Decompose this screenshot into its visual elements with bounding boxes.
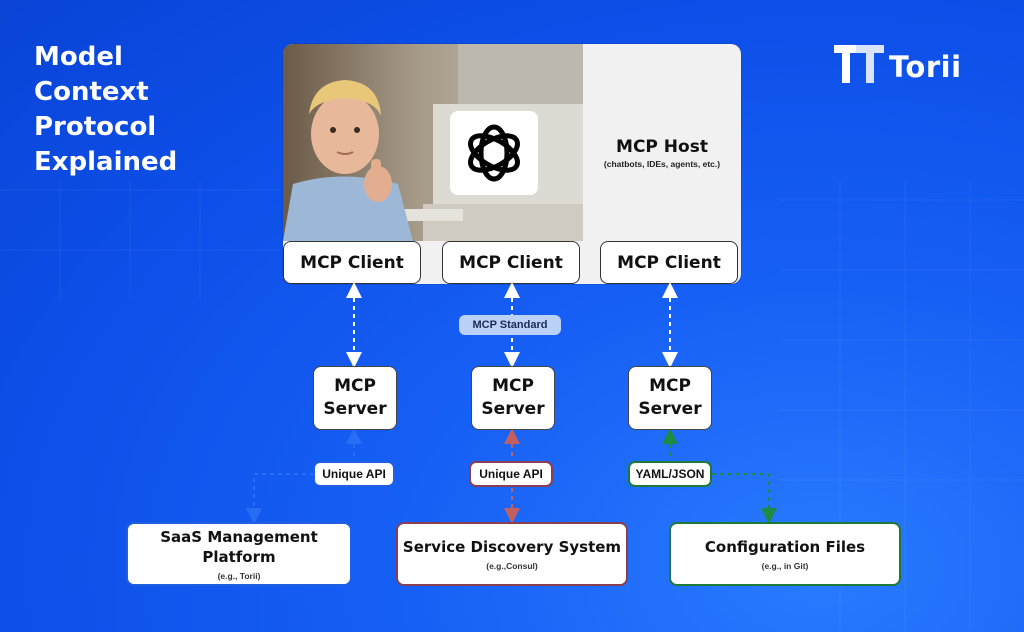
yaml-json-pill: YAML/JSON — [628, 461, 712, 487]
host-subtitle: (chatbots, IDEs, agents, etc.) — [603, 159, 721, 169]
config-subtitle: (e.g., in Git) — [761, 561, 809, 571]
mcp-standard-label: MCP Standard — [459, 315, 561, 335]
saas-title-line-2: Platform — [202, 548, 276, 566]
saas-management-box: SaaS Management Platform (e.g., Torii) — [126, 522, 352, 586]
mcp-client-1: MCP Client — [283, 241, 421, 284]
server-2-line-1: MCP — [492, 376, 534, 396]
mcp-client-3: MCP Client — [600, 241, 738, 284]
saas-subtitle: (e.g., Torii) — [217, 571, 261, 581]
title-line-1: Model — [34, 42, 123, 72]
title-line-4: Explained — [34, 147, 178, 177]
server-1-line-2: Server — [323, 399, 387, 419]
server-2-line-2: Server — [481, 399, 545, 419]
mcp-client-2: MCP Client — [442, 241, 580, 284]
brand-name: Torii — [889, 50, 962, 84]
unique-api-pill-1: Unique API — [313, 461, 395, 487]
mcp-server-1: MCP Server — [313, 366, 397, 430]
link-yaml-config — [712, 473, 777, 524]
server-3-line-2: Server — [638, 399, 702, 419]
mcp-server-2: MCP Server — [471, 366, 555, 430]
configuration-files-box: Configuration Files (e.g., in Git) — [669, 522, 901, 586]
title-line-3: Protocol — [34, 112, 157, 142]
host-photo — [283, 44, 583, 241]
torii-logo-icon — [834, 45, 884, 83]
link-api-saas — [246, 473, 314, 524]
server-3-line-1: MCP — [649, 376, 691, 396]
unique-api-pill-2: Unique API — [469, 461, 553, 487]
server-1-line-1: MCP — [334, 376, 376, 396]
host-title: MCP Host — [616, 137, 708, 157]
discovery-subtitle: (e.g.,Consul) — [486, 561, 538, 571]
title-line-2: Context — [34, 77, 149, 107]
discovery-title: Service Discovery System — [402, 538, 622, 556]
mcp-server-3: MCP Server — [628, 366, 712, 430]
openai-logo-icon — [468, 124, 520, 182]
saas-title-line-1: SaaS Management — [160, 528, 318, 546]
service-discovery-box: Service Discovery System (e.g.,Consul) — [396, 522, 628, 586]
page-title: Model Context Protocol Explained — [34, 40, 234, 180]
config-title: Configuration Files — [704, 538, 866, 556]
